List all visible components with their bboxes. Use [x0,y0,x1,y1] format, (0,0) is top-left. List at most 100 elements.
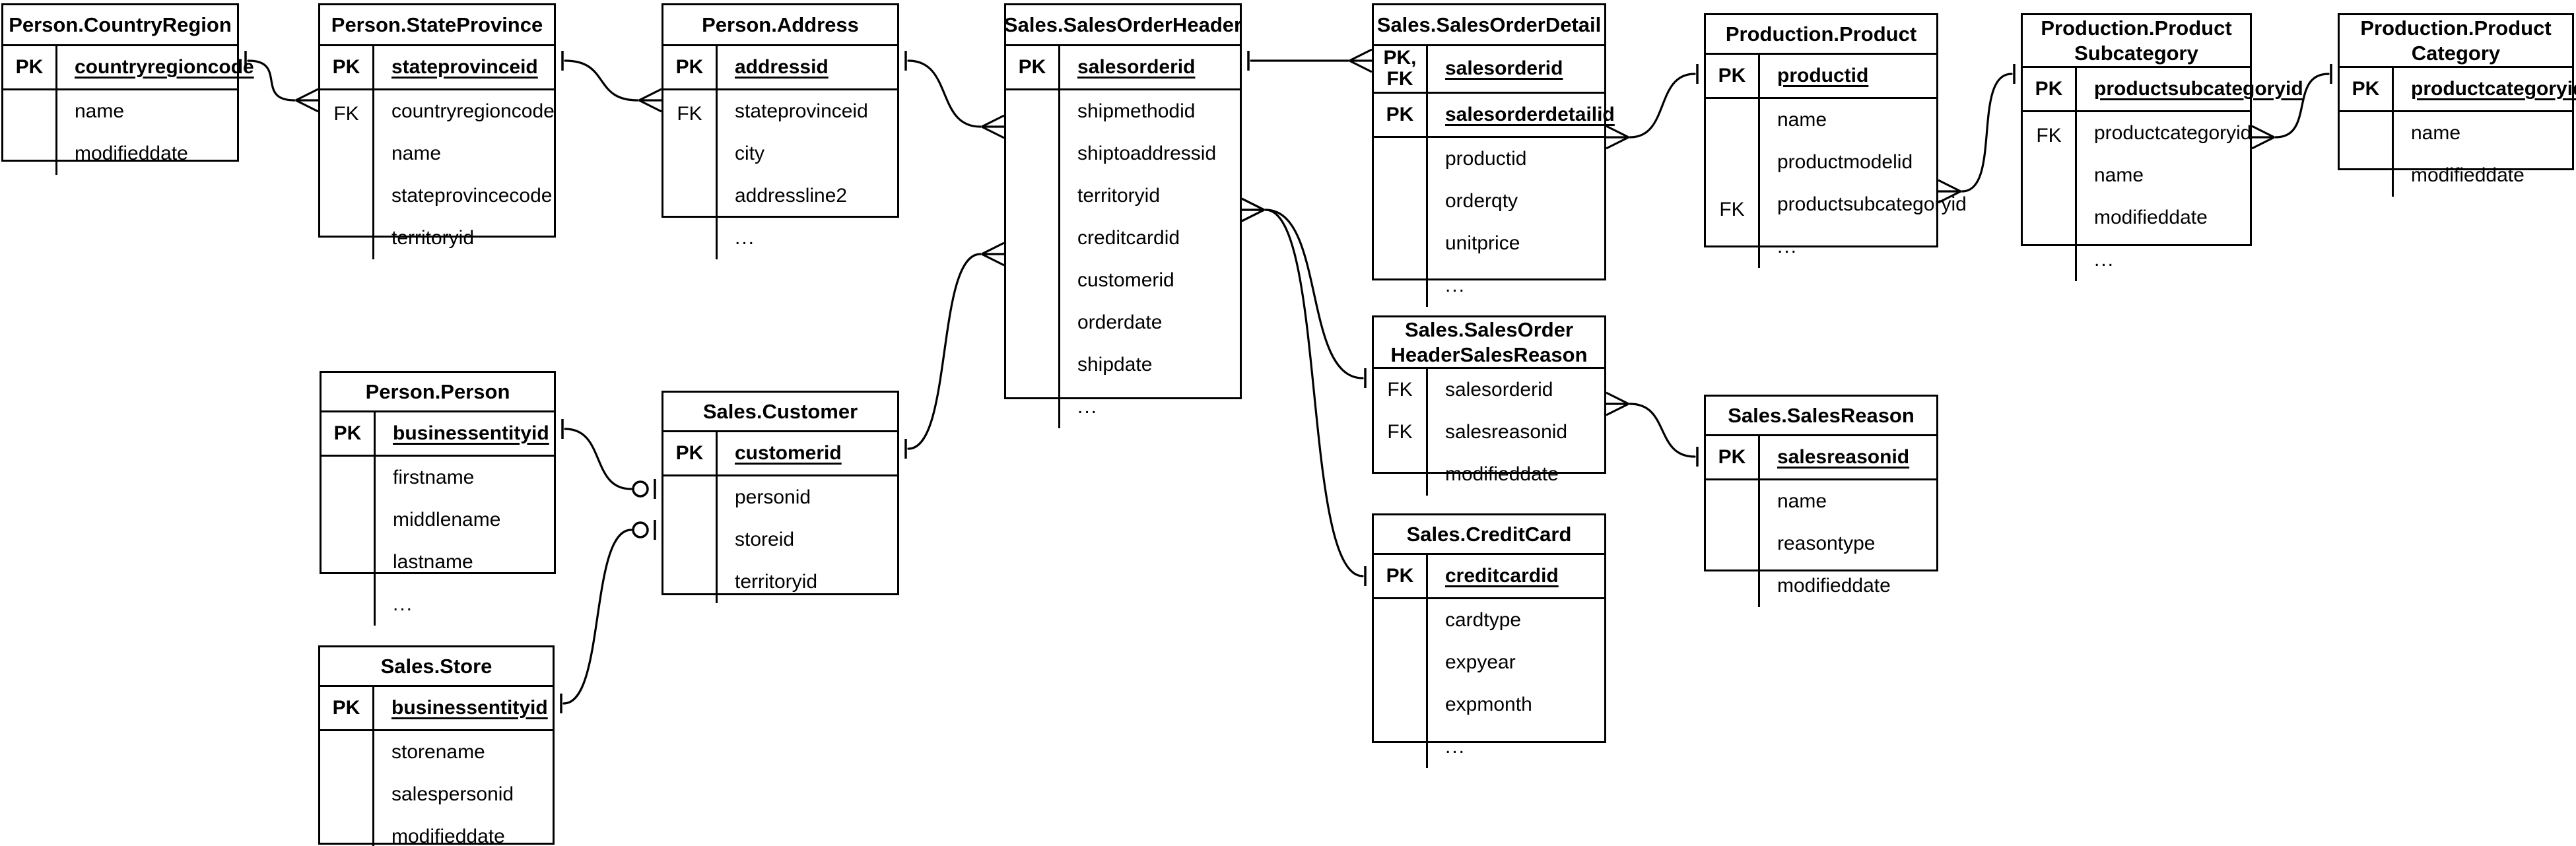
key-label-salesorderdetail-0: PK,FK [1374,46,1428,92]
field-list-salesorderheader-0: salesorderid [1060,46,1240,88]
field-list-soh_salesreason-2: modifieddate [1428,453,1604,496]
field-list-customer-0: customerid [718,432,897,474]
key-label-creditcard-0: PK [1374,555,1428,597]
field-person-lastname: lastname [393,551,473,573]
field-creditcard-: ... [1445,736,1466,758]
entity-title-salesorderheader: Sales.SalesOrderHeader [1004,5,1242,46]
field-salesreason-salesreasonid: salesreasonid [1777,446,1910,468]
key-label-salesorderdetail-2 [1374,137,1428,307]
key-label-customer-1 [663,476,718,603]
rel-person-customer [561,419,656,499]
field-list-person-0: businessentityid [376,412,554,455]
key-label-customer-0: PK [663,432,718,474]
field-salesorderheader-: ... [1077,396,1099,418]
rel-salesorderdetail-product [1606,64,1699,150]
field-salesreason-name: name [1777,490,1827,512]
field-person-firstname: firstname [393,467,475,488]
key-label-soh_salesreason-2 [1374,453,1428,496]
key-label-person-0: PK [322,412,376,455]
key-label-salesorderdetail-1: PK [1374,93,1428,136]
field-person-middlename: middlename [393,509,501,531]
field-list-creditcard-0: creditcardid [1428,555,1604,597]
key-label-productcategory-1 [2340,112,2394,197]
field-productsubcategory-productsubcategoryid: productsubcategoryid [2094,78,2303,100]
field-soh_salesreason-modifieddate: modifieddate [1445,463,1559,485]
field-productsubcategory-productcategoryid: productcategoryid [2094,122,2252,144]
entity-title-salesorderdetail: Sales.SalesOrderDetail [1374,5,1604,46]
field-address-stateprovinceid: stateprovinceid [735,100,868,122]
key-label-stateprovince-1: FK [320,90,374,259]
key-label-soh_salesreason-1: FK [1374,411,1428,453]
entity-title-store: Sales.Store [320,647,553,687]
field-list-product-0: productid [1760,55,1936,97]
field-salesorderheader-customerid: customerid [1077,269,1174,291]
field-salesorderdetail-salesorderdetailid: salesorderdetailid [1445,103,1615,125]
field-productcategory-modifieddate: modifieddate [2411,164,2525,186]
field-list-address-0: addressid [718,46,897,88]
field-list-salesorderdetail-0: salesorderid [1428,46,1604,92]
field-salesorderheader-orderdate: orderdate [1077,311,1163,333]
field-salesorderdetail-orderqty: orderqty [1445,189,1518,212]
field-creditcard-cardtype: cardtype [1445,609,1522,631]
field-address-addressline2: addressline2 [735,185,848,207]
field-product-productid: productid [1777,65,1869,86]
key-label-productsubcategory-1: FK [2023,112,2077,281]
field-salesorderdetail-unitprice: unitprice [1445,232,1520,254]
rel-stateprovince-address [561,51,662,113]
key-label-salesreason-1 [1706,480,1760,607]
entity-title-customer: Sales.Customer [663,393,897,432]
field-productsubcategory-name: name [2094,164,2144,186]
field-customer-storeid: storeid [735,529,795,550]
field-countryregion-name: name [75,100,125,122]
